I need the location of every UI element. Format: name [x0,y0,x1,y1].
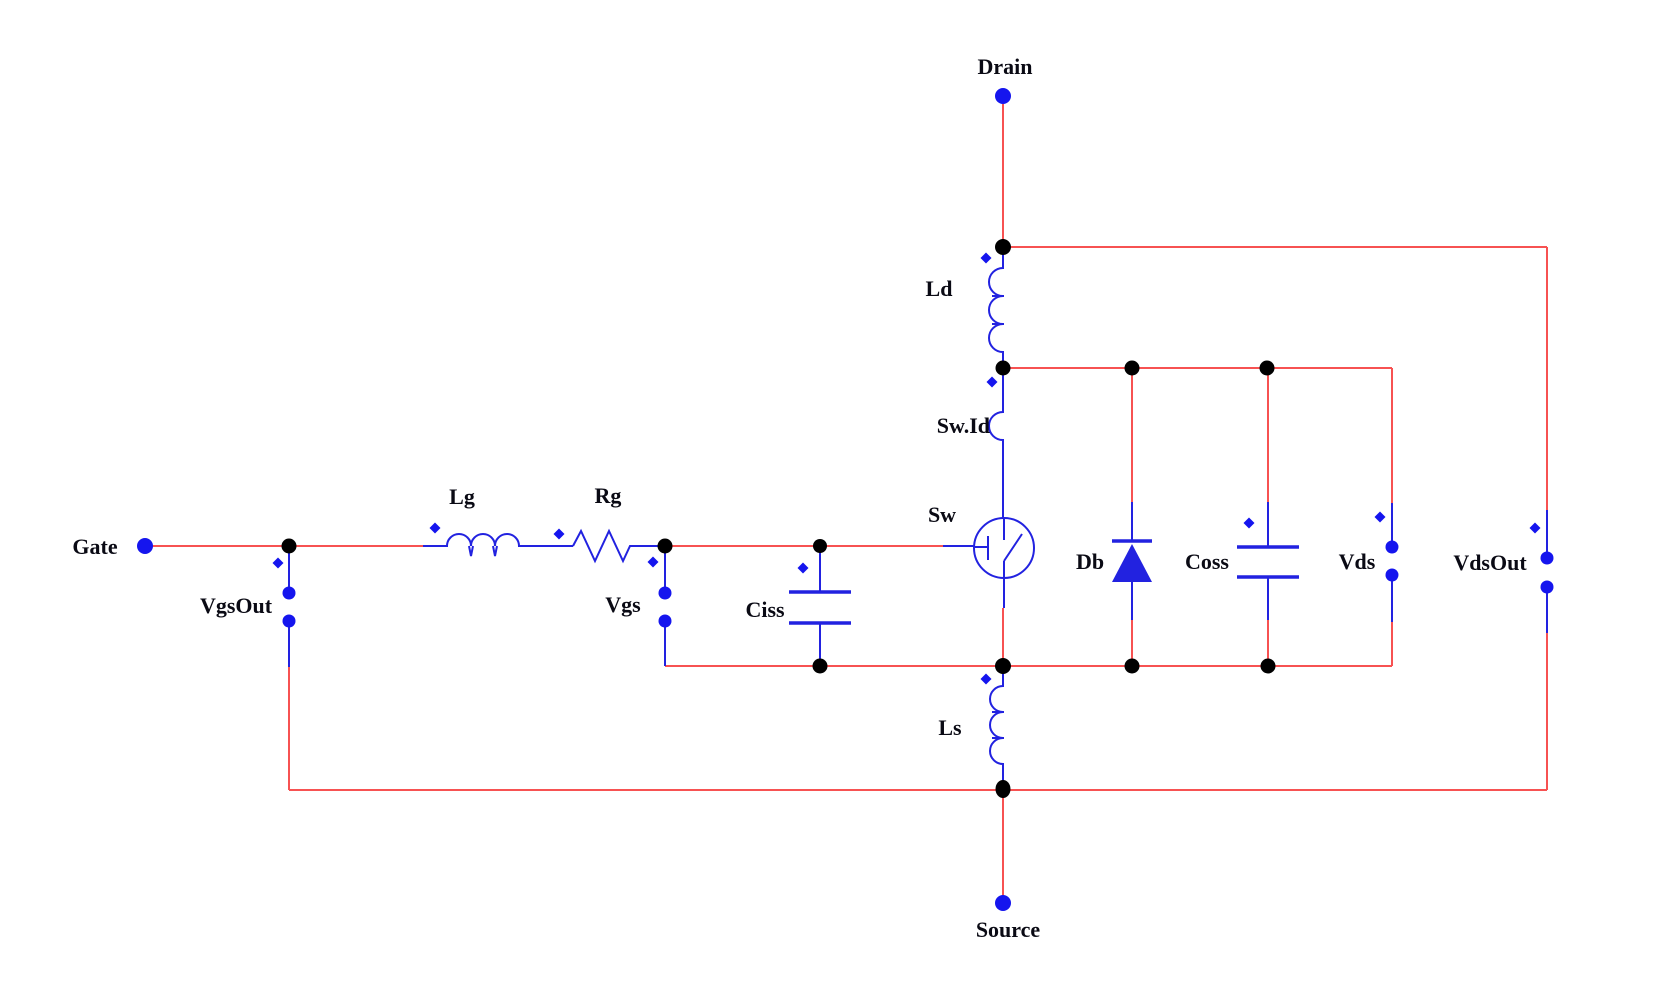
port-label-drain: Drain [978,54,1033,79]
current-probe-SwId[interactable] [986,368,1004,518]
terminal-diamond [429,522,441,534]
switch-Sw[interactable] [943,517,1035,608]
voltage-probe-VgsOut[interactable] [272,546,296,667]
component-label-rg: Rg [595,483,622,508]
component-label-ld: Ld [926,276,953,301]
terminal-diamond [1243,517,1255,529]
probe-terminal[interactable] [1385,540,1399,554]
inductor-Lg[interactable] [423,522,573,557]
junction-dot [281,538,297,554]
voltage-probe-VdsOut[interactable] [1529,510,1554,633]
probe-terminal[interactable] [1540,551,1554,565]
inductor-coil [423,533,573,547]
voltage-probe-Vgs[interactable] [647,546,672,666]
capacitor-Coss[interactable] [1237,502,1299,620]
gate-pin[interactable] [137,538,153,554]
resistor-Rg[interactable] [553,528,666,564]
inductor-coil [988,247,1004,368]
component-label-vgsout: VgsOut [200,593,273,618]
terminal-diamond [980,252,992,264]
junction-dot [1124,360,1140,376]
junction-dot [812,658,828,674]
port-label-source: Source [976,917,1041,942]
voltage-probe-Vds[interactable] [1374,503,1399,622]
resistor-zigzag [572,528,665,564]
coil-tick [492,545,498,557]
inductor-Ld[interactable] [980,247,1005,368]
terminal-diamond [986,376,998,388]
component-label-vdsout: VdsOut [1453,550,1527,575]
junction-dot [995,360,1011,376]
terminal-diamond [797,562,809,574]
drain-pin[interactable] [995,88,1011,104]
inductor-coil [989,666,1004,788]
junction-dot [813,539,827,553]
wires [145,104,1548,897]
junction-dot [1260,658,1276,674]
junction-dot [1259,360,1275,376]
terminal-diamond [647,556,659,568]
component-label-vgs: Vgs [605,592,641,617]
component-label-ciss: Ciss [745,597,785,622]
component-label-swid: Sw.Id [937,413,990,438]
probe-terminal[interactable] [658,586,672,600]
component-label-vds: Vds [1339,549,1376,574]
inductor-Ls[interactable] [980,666,1005,788]
component-label-sw: Sw [928,502,956,527]
terminal-diamond [553,528,565,540]
coil-tick [468,545,474,557]
component-label-ls: Ls [938,715,962,740]
probe-terminal[interactable] [282,586,296,600]
junction-dot [995,780,1011,798]
probe-terminal[interactable] [658,614,672,628]
component-label-db: Db [1076,549,1104,574]
terminal-diamond [980,673,992,685]
probe-arc [988,368,1004,518]
capacitor-Ciss[interactable] [789,546,851,666]
terminal-diamond [1374,511,1386,523]
probe-terminal[interactable] [282,614,296,628]
source-pin[interactable] [995,895,1011,911]
terminal-diamond [1529,522,1541,534]
junction-dot [1124,658,1140,674]
diode-Db[interactable] [1112,502,1152,620]
port-label-gate: Gate [72,534,117,559]
junctions [281,239,1276,798]
component-label-lg: Lg [449,484,475,509]
probe-terminal[interactable] [1385,568,1399,582]
component-label-coss: Coss [1185,549,1229,574]
switch-blade [1003,533,1023,562]
diode-triangle [1112,544,1152,582]
junction-dot [657,538,673,554]
probe-terminal[interactable] [1540,580,1554,594]
junction-dot [995,239,1011,255]
junction-dot [995,658,1011,674]
terminal-diamond [272,557,284,569]
